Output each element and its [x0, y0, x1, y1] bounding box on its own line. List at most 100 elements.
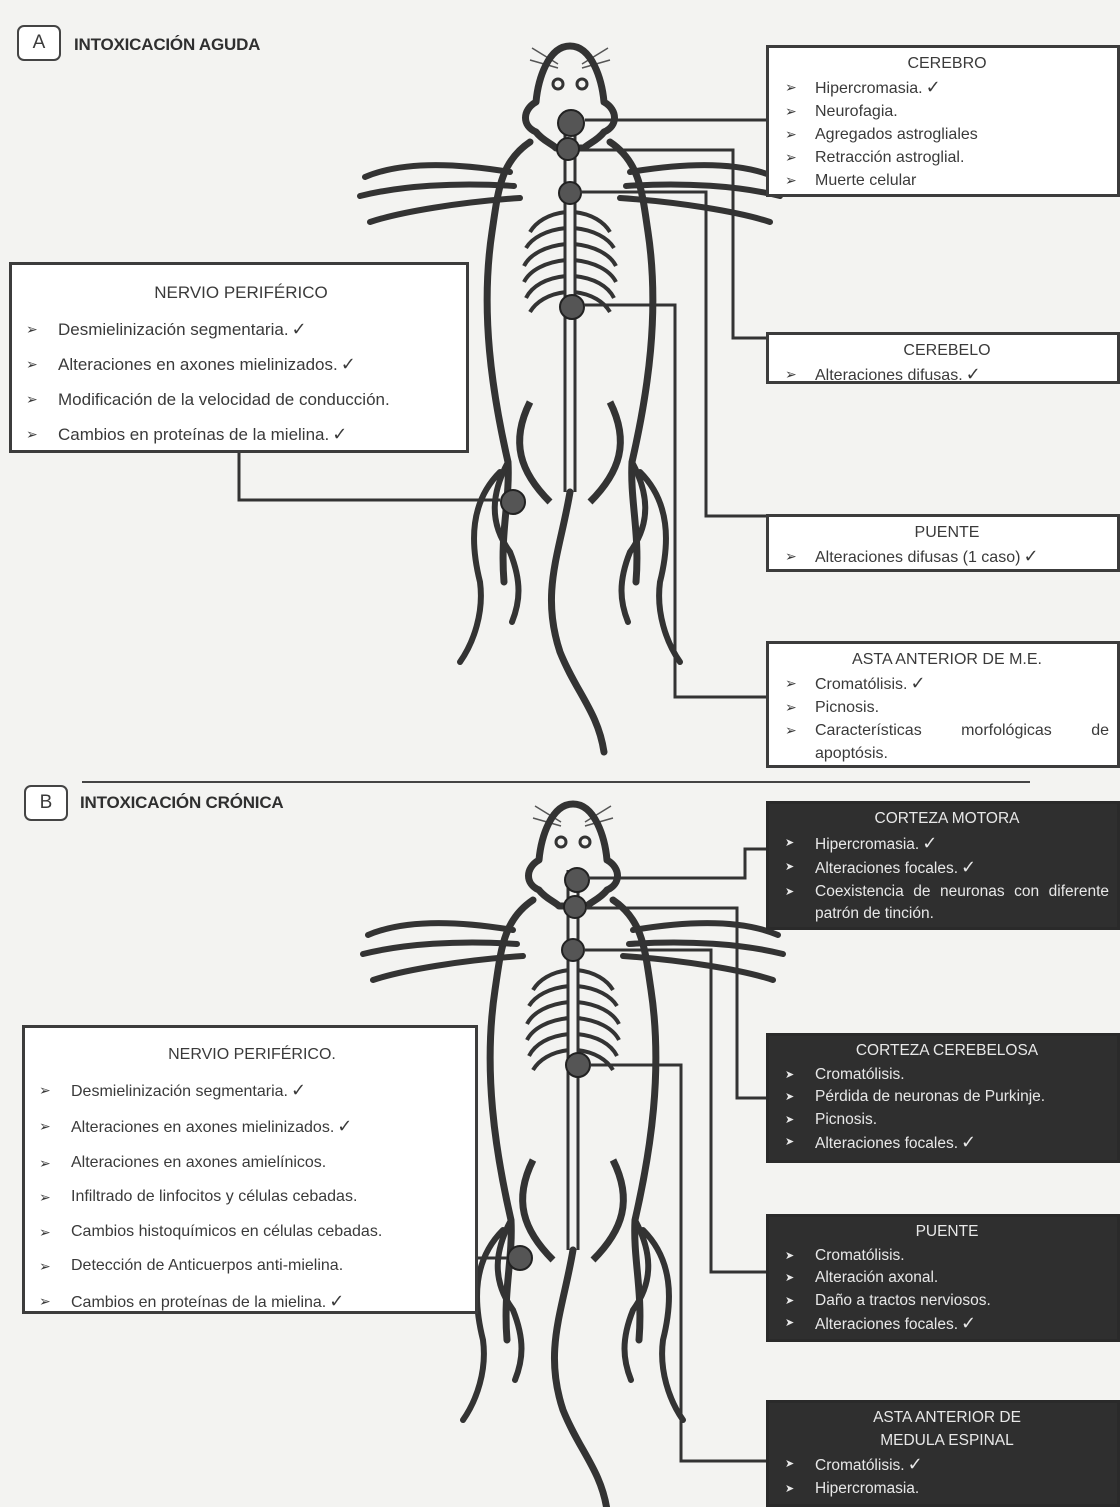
- list-item-text: Alteraciones focales.: [815, 1135, 958, 1152]
- list-item: Desmielinización segmentaria.✓: [26, 312, 456, 347]
- list-item-text: Desmielinización segmentaria.: [71, 1083, 288, 1100]
- list-item: Agregados astrogliales: [785, 123, 1109, 146]
- check-icon: ✓: [1023, 546, 1038, 566]
- box-asta-b-title: ASTA ANTERIOR DE MEDULA ESPINAL: [852, 1407, 1042, 1452]
- list-item: Pérdida de neuronas de Purkinje.: [785, 1086, 1109, 1109]
- list-item: Alteraciones difusas (1 caso)✓: [785, 545, 1109, 569]
- check-icon: ✓: [332, 424, 347, 444]
- list-item-text: Alteración axonal.: [815, 1269, 938, 1286]
- section-a-title: INTOXICACIÓN AGUDA: [74, 35, 260, 55]
- list-item-text: Características morfológicas de apoptósi…: [815, 722, 1109, 762]
- box-nervio-a: NERVIO PERIFÉRICO Desmielinización segme…: [9, 262, 469, 453]
- list-item-text: Infiltrado de linfocitos y células cebad…: [71, 1188, 357, 1205]
- check-icon: ✓: [961, 857, 976, 877]
- list-item: Hipercromasia.: [785, 1478, 1109, 1501]
- list-item: Alteraciones en axones amielínicos.: [39, 1146, 465, 1181]
- list-item: Cambios en proteínas de la mielina.✓: [26, 417, 456, 452]
- list-item-text: Cambios histoquímicos en células cebadas…: [71, 1223, 382, 1240]
- list-item: Coexistencia de neuronas con diferente p…: [785, 881, 1109, 926]
- list-item: Alteraciones difusas.✓: [785, 363, 1109, 387]
- box-corteza-motora-list: Hipercromasia.✓Alteraciones focales.✓Coe…: [785, 832, 1109, 926]
- check-icon: ✓: [966, 364, 981, 384]
- list-item-text: Hipercromasia.: [815, 836, 919, 853]
- list-item-text: Picnosis.: [815, 699, 879, 716]
- box-nervio-b: NERVIO PERIFÉRICO. Desmielinización segm…: [22, 1025, 478, 1314]
- list-item: Hipercromasia.✓: [785, 76, 1109, 100]
- list-item-text: Picnosis.: [815, 1111, 877, 1128]
- list-item-text: Modificación de la velocidad de conducci…: [58, 390, 390, 409]
- list-item-text: Cromatólisis.: [815, 1457, 905, 1474]
- box-corteza-motora-title: CORTEZA MOTORA: [785, 808, 1109, 831]
- check-icon: ✓: [908, 1454, 923, 1474]
- box-asta-b: ASTA ANTERIOR DE MEDULA ESPINAL Cromatól…: [766, 1400, 1120, 1507]
- list-item: Alteraciones focales.✓: [785, 1312, 1109, 1337]
- box-cerebro-list: Hipercromasia.✓ Neurofagia. Agregados astr…: [785, 76, 1109, 192]
- list-item: Cromatólisis.✓: [785, 672, 1109, 696]
- list-item: Desmielinización segmentaria.✓: [39, 1073, 465, 1110]
- list-item-text: Cambios en proteínas de la mielina.: [58, 425, 329, 444]
- box-puente-b-list: Cromatólisis.Alteración axonal. Daño a tr…: [785, 1245, 1109, 1337]
- box-cerebelo: CEREBELO Alteraciones difusas.✓: [766, 332, 1120, 384]
- list-item: Alteraciones focales.✓: [785, 856, 1109, 881]
- box-asta-a-list: Cromatólisis.✓ Picnosis. Características m…: [785, 672, 1109, 765]
- list-item: Infiltrado de linfocitos y células cebad…: [39, 1180, 465, 1215]
- list-item-text: Alteraciones en axones mielinizados.: [58, 355, 338, 374]
- box-nervio-b-list: Desmielinización segmentaria.✓Alteracion…: [39, 1073, 465, 1321]
- list-item: Hipercromasia.✓: [785, 832, 1109, 857]
- list-item-text: Agregados astrogliales: [815, 126, 978, 143]
- list-item: Cromatólisis.: [785, 1064, 1109, 1087]
- list-item-text: Alteraciones en axones mielinizados.: [71, 1119, 334, 1136]
- list-item-text: Coexistencia de neuronas con diferente p…: [815, 883, 1109, 923]
- list-item-text: Hipercromasia.: [815, 1480, 919, 1497]
- check-icon: ✓: [922, 833, 937, 853]
- check-icon: ✓: [329, 1291, 344, 1311]
- box-cerebelo-title: CEREBELO: [785, 339, 1109, 362]
- box-corteza-cerebelosa-list: Cromatólisis.Pérdida de neuronas de Purk…: [785, 1064, 1109, 1156]
- check-icon: ✓: [341, 354, 356, 374]
- check-icon: ✓: [961, 1313, 976, 1333]
- check-icon: ✓: [291, 1080, 306, 1100]
- list-item-text: Desmielinización segmentaria.: [58, 320, 289, 339]
- list-item: Alteración axonal.: [785, 1267, 1109, 1290]
- box-nervio-a-list: Desmielinización segmentaria.✓Alteracion…: [26, 312, 456, 452]
- list-item: Cromatólisis.: [785, 1245, 1109, 1268]
- list-item: Modificación de la velocidad de conducci…: [26, 382, 456, 417]
- list-item: Características morfológicas de apoptósi…: [785, 719, 1109, 765]
- list-item: Alteraciones focales.✓: [785, 1131, 1109, 1156]
- list-item-text: Detección de Anticuerpos anti-mielina.: [71, 1257, 343, 1274]
- box-cerebelo-list: Alteraciones difusas.✓: [785, 363, 1109, 387]
- list-item: Neurofagia.: [785, 100, 1109, 123]
- check-icon: ✓: [292, 319, 307, 339]
- box-asta-a: ASTA ANTERIOR DE M.E. Cromatólisis.✓ Picn…: [766, 641, 1120, 768]
- box-puente-a-list: Alteraciones difusas (1 caso)✓: [785, 545, 1109, 569]
- box-corteza-cerebelosa: CORTEZA CEREBELOSA Cromatólisis.Pérdida …: [766, 1033, 1120, 1163]
- list-item-text: Muerte celular: [815, 172, 916, 189]
- list-item: Detección de Anticuerpos anti-mielina.: [39, 1249, 465, 1284]
- section-divider: [82, 781, 1030, 783]
- box-puente-a: PUENTE Alteraciones difusas (1 caso)✓: [766, 514, 1120, 572]
- list-item: Picnosis.: [785, 696, 1109, 719]
- list-item: Alteraciones en axones mielinizados.✓: [39, 1109, 465, 1146]
- list-item-text: Hipercromasia.: [815, 80, 923, 97]
- check-icon: ✓: [961, 1132, 976, 1152]
- list-item-text: Cromatólisis.: [815, 676, 907, 693]
- box-cerebro: CEREBRO Hipercromasia.✓Neurofagia.Agrega…: [766, 45, 1120, 197]
- list-item: Cambios en proteínas de la mielina.✓: [39, 1284, 465, 1321]
- check-icon: ✓: [910, 673, 925, 693]
- box-puente-b: PUENTE Cromatólisis.Alteración axonal.Da…: [766, 1214, 1120, 1342]
- box-corteza-motora: CORTEZA MOTORA Hipercromasia.✓Alteracion…: [766, 801, 1120, 930]
- list-item: Muerte celular: [785, 169, 1109, 192]
- list-item: Retracción astroglial.: [785, 146, 1109, 169]
- box-nervio-a-title: NERVIO PERIFÉRICO: [26, 275, 456, 310]
- box-corteza-cerebelosa-title: CORTEZA CEREBELOSA: [785, 1040, 1109, 1063]
- list-item-text: Daño a tractos nerviosos.: [815, 1292, 991, 1309]
- list-item: Alteraciones en axones mielinizados.✓: [26, 347, 456, 382]
- section-a-letter: A: [17, 25, 61, 61]
- check-icon: ✓: [337, 1116, 352, 1136]
- box-asta-a-title: ASTA ANTERIOR DE M.E.: [785, 648, 1109, 671]
- list-item-text: Pérdida de neuronas de Purkinje.: [815, 1088, 1045, 1105]
- check-icon: ✓: [926, 77, 941, 97]
- section-b-title: INTOXICACIÓN CRÓNICA: [80, 793, 283, 813]
- list-item-text: Neurofagia.: [815, 103, 898, 120]
- list-item: Daño a tractos nerviosos.: [785, 1290, 1109, 1313]
